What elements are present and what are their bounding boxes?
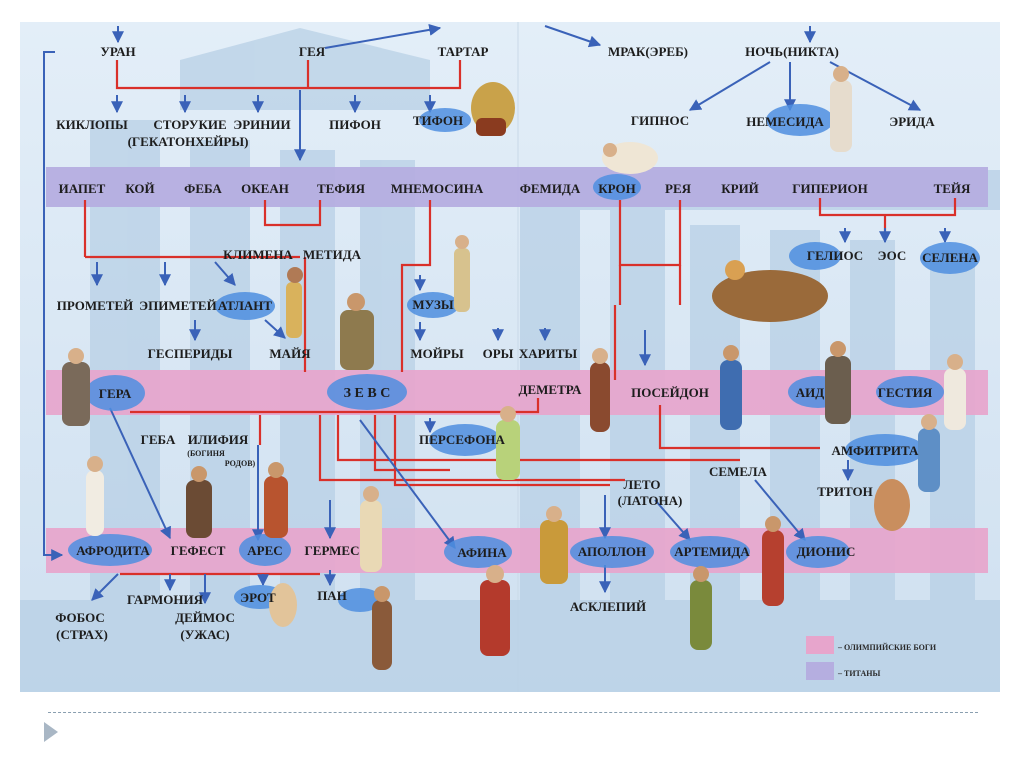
label-erinii: ЭРИНИИ bbox=[233, 117, 290, 132]
label-ares: АРЕС bbox=[247, 543, 282, 558]
label-garmoniya: ГАРМОНИЯ bbox=[127, 592, 204, 607]
label-teiya: ТЕЙЯ bbox=[934, 181, 971, 196]
label-nikta: НОЧЬ(НИКТА) bbox=[745, 44, 839, 59]
label-geba: ГЕБА bbox=[141, 432, 176, 447]
label-tefiya: ТЕФИЯ bbox=[317, 181, 366, 196]
label-ilifiya-note1: (БОГИНЯ bbox=[187, 449, 225, 458]
label-latona: (ЛАТОНА) bbox=[618, 493, 683, 508]
label-kiklopy: КИКЛОПЫ bbox=[56, 117, 128, 132]
label-pan: ПАН bbox=[317, 588, 347, 603]
label-moiry: МОЙРЫ bbox=[410, 346, 463, 361]
label-demetra: ДЕМЕТРА bbox=[519, 382, 583, 397]
label-muzy: МУЗЫ bbox=[412, 297, 454, 312]
label-ilifiya: ИЛИФИЯ bbox=[188, 432, 249, 447]
label-krii: КРИЙ bbox=[721, 181, 759, 196]
label-atlant: АТЛАНТ bbox=[218, 298, 272, 313]
label-erida: ЭРИДА bbox=[889, 114, 935, 129]
label-aid: АИД bbox=[796, 385, 825, 400]
label-apollon: АПОЛЛОН bbox=[578, 544, 646, 559]
label-metida: МЕТИДА bbox=[303, 247, 362, 262]
label-tartar: ТАРТАР bbox=[438, 44, 489, 59]
label-iapet: ИАПЕТ bbox=[59, 181, 106, 196]
label-geya: ГЕЯ bbox=[299, 44, 326, 59]
label-ory: ОРЫ bbox=[483, 346, 514, 361]
label-asklepii: АСКЛЕПИЙ bbox=[570, 599, 646, 614]
label-gekatonheiry: (ГЕКАТОНХЕЙРЫ) bbox=[128, 134, 249, 149]
label-pifon: ПИФОН bbox=[329, 117, 381, 132]
label-strah: (СТРАХ) bbox=[56, 627, 108, 642]
label-storukie: СТОРУКИЕ bbox=[153, 117, 226, 132]
label-feba: ФЕБА bbox=[184, 181, 222, 196]
label-tifon: ТИФОН bbox=[413, 113, 463, 128]
label-triton: ТРИТОН bbox=[817, 484, 872, 499]
label-koi: КОЙ bbox=[125, 181, 154, 196]
legend: – ОЛИМПИЙСКИЕ БОГИ – ТИТАНЫ bbox=[806, 636, 937, 680]
label-selena: СЕЛЕНА bbox=[922, 250, 978, 265]
label-zevs: З Е В С bbox=[344, 386, 391, 401]
legend-swatch-olympian bbox=[806, 636, 834, 654]
label-erot: ЭРОТ bbox=[240, 590, 276, 605]
label-germes: ГЕРМЕС bbox=[305, 543, 360, 558]
label-klimena: КЛИМЕНА bbox=[223, 247, 293, 262]
label-prometei: ПРОМЕТЕЙ bbox=[57, 298, 133, 313]
label-kron: КРОН bbox=[598, 181, 636, 196]
label-gera: ГЕРА bbox=[99, 386, 132, 401]
deity-figures bbox=[62, 66, 966, 670]
label-fobos: ФОБОС bbox=[55, 610, 105, 625]
node-highlights bbox=[68, 104, 980, 612]
titans-band bbox=[46, 167, 988, 207]
label-mnemosina: МНЕМОСИНА bbox=[391, 181, 484, 196]
label-maiya: МАЙЯ bbox=[269, 346, 311, 361]
label-deimos: ДЕЙМОС bbox=[175, 610, 235, 625]
label-poseidon: ПОСЕЙДОН bbox=[631, 385, 709, 400]
label-giperion: ГИПЕРИОН bbox=[792, 181, 867, 196]
label-uzhas: (УЖАС) bbox=[180, 627, 229, 642]
label-dionis: ДИОНИС bbox=[797, 544, 856, 559]
label-okean: ОКЕАН bbox=[241, 181, 289, 196]
label-afrodita: АФРОДИТА bbox=[76, 543, 150, 558]
label-eos: ЭОС bbox=[878, 248, 907, 263]
label-femida: ФЕМИДА bbox=[520, 181, 581, 196]
label-gipnos: ГИПНОС bbox=[631, 113, 689, 128]
label-afina: АФИНА bbox=[457, 545, 507, 560]
deity-labels: УРАН ГЕЯ ТАРТАР МРАК(ЭРЕБ) НОЧЬ(НИКТА) К… bbox=[55, 44, 978, 642]
label-nemesida: НЕМЕСИДА bbox=[746, 114, 824, 129]
legend-swatch-titans bbox=[806, 662, 834, 680]
label-artemida: АРТЕМИДА bbox=[674, 544, 750, 559]
label-semela: СЕМЕЛА bbox=[709, 464, 768, 479]
label-harity: ХАРИТЫ bbox=[519, 346, 578, 361]
label-uran: УРАН bbox=[100, 44, 135, 59]
slide-divider bbox=[48, 712, 978, 713]
label-gelios: ГЕЛИОС bbox=[807, 248, 863, 263]
label-mrak: МРАК(ЭРЕБ) bbox=[608, 44, 688, 59]
next-slide-arrow-icon[interactable] bbox=[44, 722, 58, 742]
label-ilifiya-note2: РОДОВ) bbox=[225, 459, 256, 468]
slide-footer bbox=[0, 696, 1024, 767]
label-reya: РЕЯ bbox=[665, 181, 692, 196]
label-gefest: ГЕФЕСТ bbox=[171, 543, 226, 558]
label-leto: ЛЕТО bbox=[624, 477, 661, 492]
lineage-connectors bbox=[83, 60, 957, 576]
label-persefona: ПЕРСЕФОНА bbox=[419, 432, 505, 447]
legend-label-olympian: – ОЛИМПИЙСКИЕ БОГИ bbox=[837, 643, 937, 652]
label-epimetei: ЭПИМЕТЕЙ bbox=[139, 298, 216, 313]
legend-label-titans: – ТИТАНЫ bbox=[837, 669, 880, 678]
label-gesperidy: ГЕСПЕРИДЫ bbox=[148, 346, 233, 361]
label-gestiya: ГЕСТИЯ bbox=[878, 385, 933, 400]
label-amfitrita: АМФИТРИТА bbox=[832, 443, 920, 458]
descent-arrows bbox=[43, 23, 951, 605]
